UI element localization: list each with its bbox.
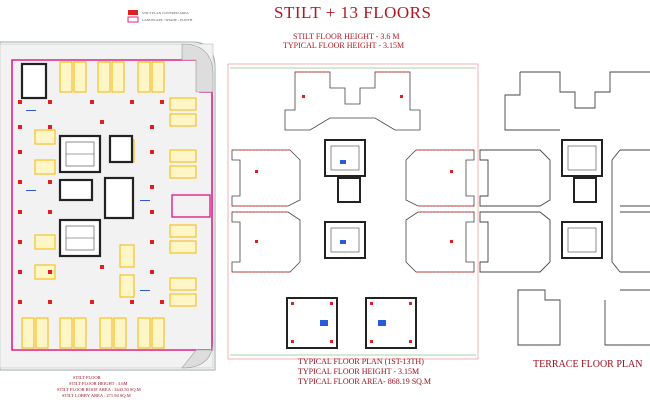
typical-height-label: TYPICAL FLOOR HEIGHT - 3.15M — [283, 41, 405, 50]
typical-plan-area: TYPICAL FLOOR AREA- 868.19 SQ.M — [298, 377, 432, 386]
stilt-floor-plan — [0, 10, 216, 371]
stilt-plan-title: STILT FLOOR — [73, 375, 101, 380]
terrace-floor-plan — [479, 71, 650, 346]
page-title: STILT + 13 FLOORS — [274, 3, 432, 22]
stilt-height-label: STILT FLOOR HEIGHT - 3.6 M — [293, 32, 400, 41]
legend-covered-area: STILT PLAN COVERED AREA — [142, 11, 189, 15]
legend-landscape: LANDSCAPE / SHADE - PLINTH — [142, 18, 193, 22]
typical-plan-height: TYPICAL FLOOR HEIGHT - 3.15M — [298, 367, 420, 376]
stilt-plan-area: STILT FLOOR ROOF AREA : 3443.50 SQ.M — [57, 387, 141, 392]
typical-floor-plan — [227, 63, 479, 360]
stilt-plan-lobby: STILT LOBBY AREA : 271.94 SQ.M — [62, 393, 131, 398]
stilt-plan-height: STILT FLOOR HEIGHT : 3.6M — [69, 381, 128, 386]
typical-plan-title: TYPICAL FLOOR PLAN (1ST-13TH) — [298, 357, 424, 366]
terrace-plan-title: TERRACE FLOOR PLAN — [533, 359, 643, 370]
